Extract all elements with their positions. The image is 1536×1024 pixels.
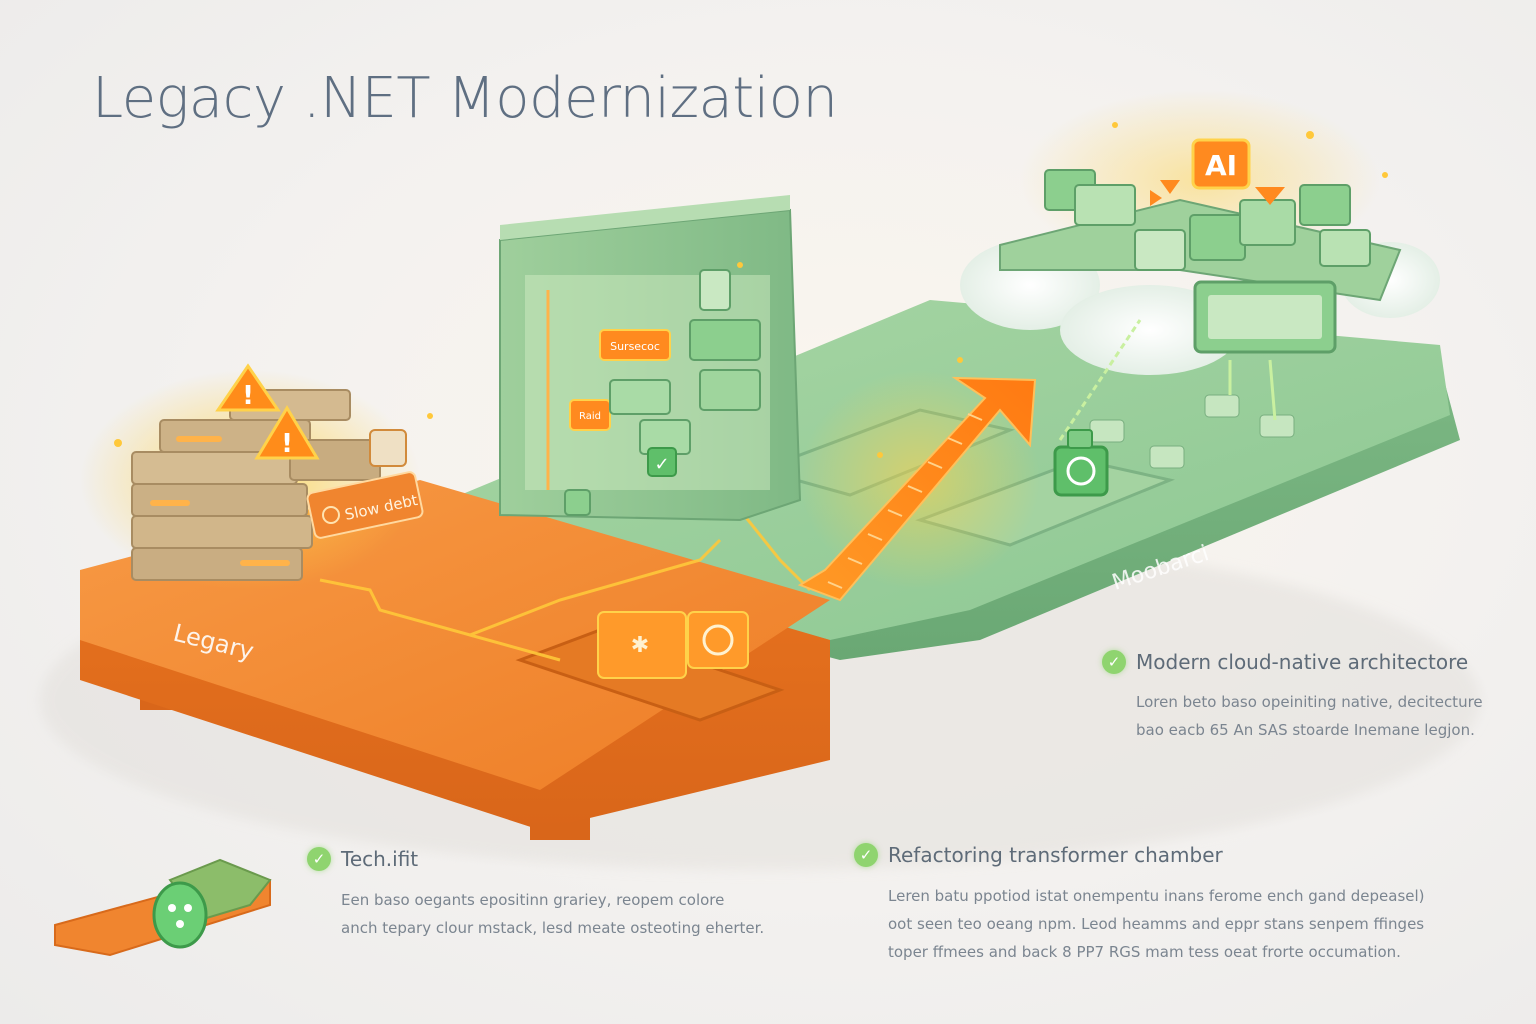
svg-text:!: !: [281, 429, 293, 459]
ai-chip-icon: [1191, 138, 1251, 190]
feature-refactor-heading: Refactoring transformer chamber: [888, 843, 1223, 867]
feature-refactor-heading-row: ✓ Refactoring transformer chamber: [854, 843, 1223, 867]
feature-techlift-body: Een baso oegants epositinn grariey, reop…: [341, 886, 764, 942]
legacy-processor-module: ✱: [597, 611, 749, 679]
slow-debt-tag: [306, 471, 424, 539]
check-circle-icon: ✓: [307, 847, 331, 871]
feature-refactor-line-2: oot seen teo oeang npm. Leod heamms and …: [888, 915, 1425, 933]
feature-refactor-line-1: Leren batu ppotiod istat onempentu inans…: [888, 887, 1425, 905]
leaf-app-icon: [1053, 429, 1109, 497]
feature-modern-body: Loren beto baso opeiniting native, decit…: [1136, 688, 1483, 744]
check-circle-icon: ✓: [854, 843, 878, 867]
transformation-arrow-icon: [797, 370, 1040, 602]
feature-modern-line-2: bao eacb 65 An SAS stoarde Inemane legjo…: [1136, 721, 1475, 739]
ai-badge-label: AI: [1205, 149, 1237, 182]
svg-text:✓: ✓: [654, 454, 669, 475]
feature-techlift-line-2: anch tepary clour mstack, lesd meate ost…: [341, 919, 765, 937]
feature-refactor-line-3: toper ffmees and back 8 PP7 RGS mam tess…: [888, 943, 1401, 961]
feature-modern-heading: Modern cloud-native architectore: [1136, 650, 1469, 674]
feature-modern-line-1: Loren beto baso opeiniting native, decit…: [1136, 693, 1483, 711]
check-circle-icon: ✓: [1102, 650, 1126, 674]
feature-refactor-body: Leren batu ppotiod istat onempentu inans…: [888, 882, 1425, 966]
screen-tag-1: Sursecoc: [610, 340, 660, 353]
feature-techlift-heading: Tech.ifit: [341, 847, 419, 871]
page-title: Legacy .NET Modernization: [92, 66, 838, 131]
check-icon: ✓: [647, 447, 677, 477]
svg-text:!: !: [242, 381, 254, 411]
warning-icon: !: [215, 363, 281, 412]
sparkles: [114, 122, 1388, 458]
feature-techlift-heading-row: ✓ Tech.ifit: [307, 847, 418, 871]
mini-transition-bar: [54, 858, 272, 957]
screen-tag-2: Raid: [579, 411, 601, 422]
feature-techlift-line-1: Een baso oegants epositinn grariey, reop…: [341, 891, 725, 909]
svg-text:✱: ✱: [631, 633, 649, 658]
warning-icon-2: !: [254, 405, 320, 460]
feature-modern-heading-row: ✓ Modern cloud-native architectore: [1102, 650, 1468, 674]
